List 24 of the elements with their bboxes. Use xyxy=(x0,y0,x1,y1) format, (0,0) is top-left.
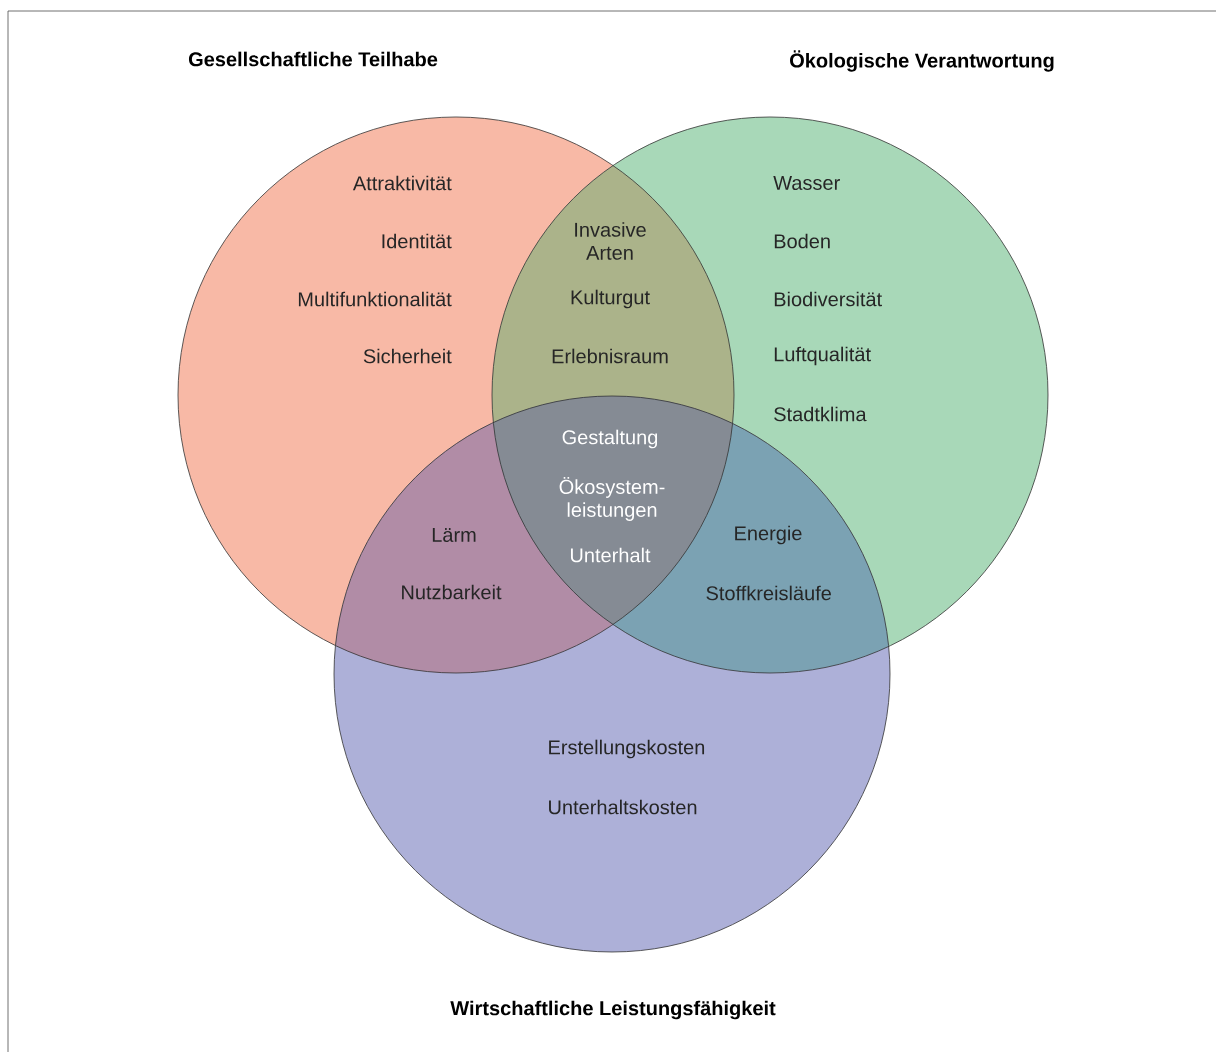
circle-heading: Wirtschaftliche Leistungsfähigkeit xyxy=(450,1000,776,1020)
label-text: Boden xyxy=(774,233,830,249)
label-text: Gestaltung xyxy=(562,429,658,449)
label-text: Erstellungskosten xyxy=(549,739,705,759)
label-text: Identität xyxy=(382,233,452,249)
label-text: Stoffkreisläufe xyxy=(706,585,831,601)
label-text: Unterhalt xyxy=(570,547,651,563)
label-text: Erlebnisraum xyxy=(552,348,668,364)
label-text: Wasser xyxy=(773,176,840,190)
label-text: Attraktivität xyxy=(352,175,452,191)
circle-heading: Gesellschaftliche Teilhabe xyxy=(188,51,438,67)
label-text: Lärm xyxy=(432,528,476,542)
label-text: Kulturgut xyxy=(571,289,650,309)
label-text: Unterhaltskosten xyxy=(549,799,697,815)
circle-heading: Ökologische Verantwortung xyxy=(790,50,1054,72)
label-text: Ökosystem- leistungen xyxy=(559,477,665,521)
label-text: Stadtklima xyxy=(774,406,867,422)
label-text: Invasive Arten xyxy=(575,222,646,260)
label-text: Sicherheit xyxy=(363,348,452,364)
label-text: Energie xyxy=(735,525,802,545)
label-text: Luftqualität xyxy=(774,346,871,366)
label-text: Multifunktionalität xyxy=(298,291,452,307)
label-text: Biodiversität xyxy=(774,291,882,307)
label-text: Nutzbarkeit xyxy=(402,584,502,600)
